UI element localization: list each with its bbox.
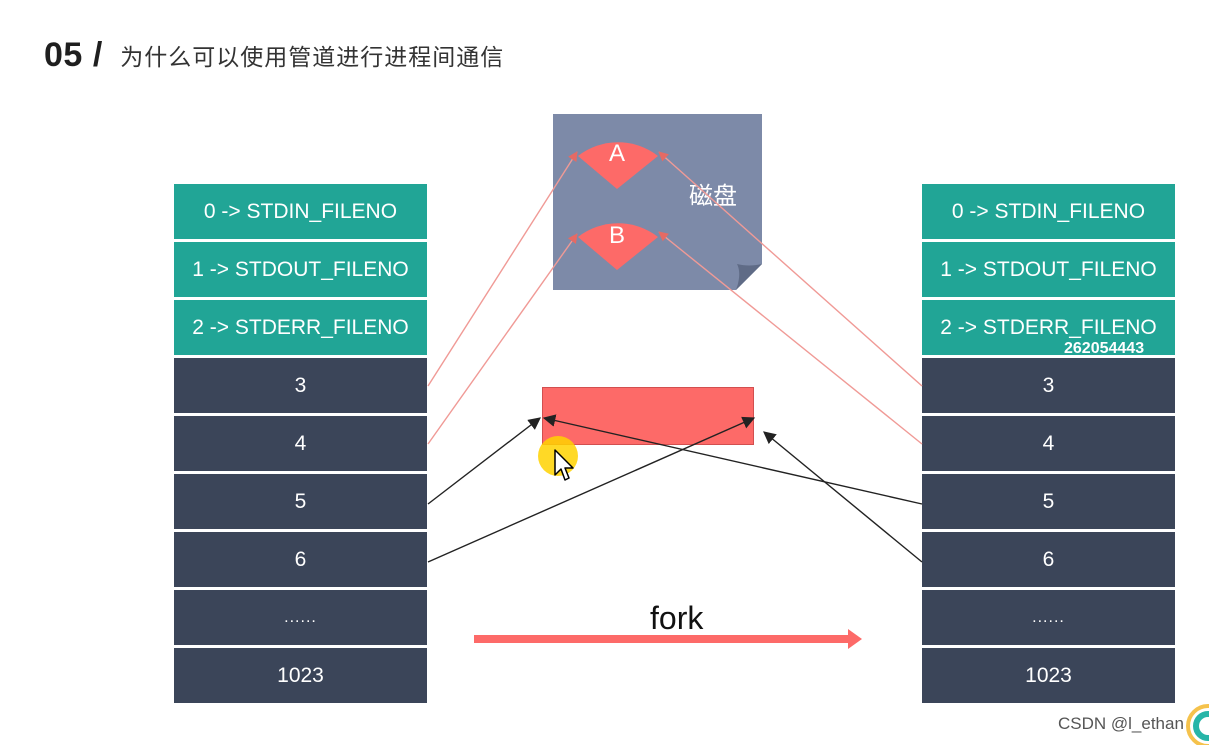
child-fd6-to-pipe-line — [763, 431, 923, 563]
fork-arrow-icon — [474, 629, 862, 649]
child-fd-row-3: 3 — [922, 358, 1175, 413]
parent-fd-row-5: 5 — [174, 474, 427, 529]
child-fd-row-2: 2 -> STDERR_FILENO — [922, 300, 1175, 355]
slide-title: 为什么可以使用管道进行进程间通信 — [120, 45, 505, 71]
sector-a-shape — [578, 142, 658, 189]
parent-fd-row-1023: 1023 — [174, 648, 427, 703]
parent-fd-row-ellipsis: ...... — [174, 590, 427, 645]
sector-b-label: B — [608, 222, 625, 249]
child-fd-row-ellipsis: ...... — [922, 590, 1175, 645]
sector-b-shape — [578, 223, 658, 270]
parent-fd-row-6: 6 — [174, 532, 427, 587]
child-fd-row-1: 1 -> STDOUT_FILENO — [922, 242, 1175, 297]
child-fd-row-0: 0 -> STDIN_FILENO — [922, 184, 1175, 239]
parent-fd-row-0: 0 -> STDIN_FILENO — [174, 184, 427, 239]
child-fd-row-6: 6 — [922, 532, 1175, 587]
mouse-cursor-icon — [554, 449, 574, 481]
child-fd-row-5: 5 — [922, 474, 1175, 529]
overlay-id-number: 262054443 — [1064, 340, 1145, 357]
corner-logo-icon — [1186, 704, 1209, 745]
parent-fd-row-4: 4 — [174, 416, 427, 471]
watermark-text: CSDN @l_ethan — [1058, 714, 1184, 733]
child-fd-row-4: 4 — [922, 416, 1175, 471]
parent-fd-row-2: 2 -> STDERR_FILENO — [174, 300, 427, 355]
fork-label: fork — [650, 600, 704, 636]
sector-a-label: A — [608, 140, 625, 167]
disk-label: 磁盘 — [689, 182, 737, 210]
slide-header: 05 / 为什么可以使用管道进行进程间通信 — [44, 30, 504, 80]
section-separator: / — [92, 35, 103, 74]
parent-fd5-to-pipe-line — [427, 417, 541, 505]
parent-fd-row-3: 3 — [174, 358, 427, 413]
parent-fd-table: 0 -> STDIN_FILENO 1 -> STDOUT_FILENO 2 -… — [174, 184, 427, 706]
pipe-buffer — [542, 387, 754, 445]
child-fd-row-1023: 1023 — [922, 648, 1175, 703]
section-number: 05 — [44, 35, 83, 74]
child-fd-table: 0 -> STDIN_FILENO 1 -> STDOUT_FILENO 2 -… — [922, 184, 1175, 706]
parent-fd-row-1: 1 -> STDOUT_FILENO — [174, 242, 427, 297]
